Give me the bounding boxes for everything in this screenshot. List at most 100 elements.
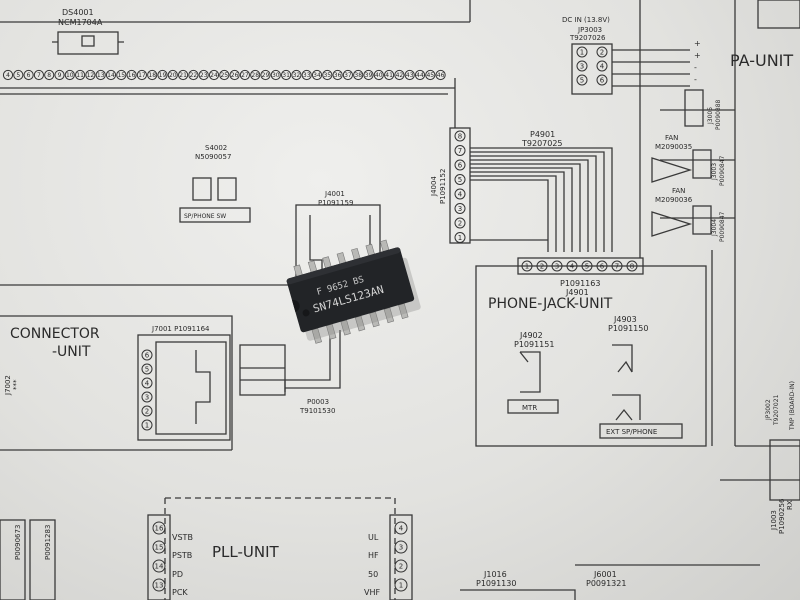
pll-right-pin-circle — [394, 540, 408, 554]
bus-pin-circle — [23, 69, 34, 81]
bus-pin-circle — [54, 69, 65, 81]
bus-pin-circle — [353, 69, 364, 81]
pll-left-pin-circle — [152, 578, 166, 592]
minus-2: - — [694, 75, 697, 84]
pll-left-pin-number: 13 — [155, 581, 164, 589]
j4901-pin-number: 4 — [570, 262, 575, 270]
j4004-pin-number: 5 — [458, 176, 462, 184]
bus-pin-number: 44 — [416, 72, 424, 79]
bus-pin-circle — [157, 69, 168, 81]
bus-pin-circle — [95, 69, 106, 81]
bus-pin-circle — [44, 69, 55, 81]
bus-pin-number: 11 — [76, 72, 84, 79]
jp3003-ref: JP3003 — [577, 26, 602, 34]
bus-pin-number: 29 — [262, 72, 270, 79]
bus-pin-circle — [188, 69, 199, 81]
bus-pin-circle — [229, 69, 240, 81]
bus-pin-circle — [311, 69, 323, 81]
j4901-pin-number: 5 — [585, 262, 589, 270]
pll-left-pin-circle — [152, 559, 166, 573]
bus-pin-number: 22 — [190, 72, 198, 79]
bus-pin-number: 37 — [344, 72, 352, 79]
j4902-ref: J4902 — [519, 331, 543, 340]
bus-pin-circle — [414, 69, 426, 81]
bus-pin-number: 32 — [293, 72, 301, 79]
bus-pin-circle — [435, 69, 446, 81]
bus-pin-number: 40 — [375, 72, 383, 79]
minus-1: - — [694, 63, 697, 72]
bus-pin-number: 30 — [272, 72, 280, 79]
j7001-label: J7001 P1091164 — [151, 325, 210, 333]
bus-pin-number: 39 — [365, 72, 373, 79]
bus-pin-circle — [64, 69, 75, 81]
bus-pin-number: 42 — [396, 72, 404, 79]
bus-pin-circle — [425, 69, 436, 81]
bus-pin-circle — [33, 69, 45, 81]
bus-pin-circle — [260, 69, 271, 81]
bus-pin-number: 26 — [231, 72, 239, 79]
pll-right-pin-circle — [394, 559, 408, 573]
fan1-part: M2090035 — [655, 143, 692, 151]
bus-pin-number: 15 — [117, 72, 125, 79]
j7001-pin-circle — [141, 405, 153, 417]
pll-unit-label: PLL-UNIT — [212, 543, 280, 561]
bus-pin-circle — [373, 69, 384, 81]
bus-pin-circle — [219, 69, 230, 81]
bus-pin-number: 23 — [200, 72, 208, 79]
jp3003-pin-circle — [596, 74, 608, 86]
bus-pin-number: 10 — [66, 72, 74, 79]
bus-pin-circle — [404, 69, 415, 81]
j3003-part: P0090847 — [719, 155, 726, 186]
jp3003-pin-circle — [576, 74, 588, 86]
pll-right-pin-circle — [394, 521, 408, 535]
bus-pin-circle — [105, 69, 117, 81]
pll-right-pin-circle — [394, 578, 408, 592]
p0003-part: T9101530 — [299, 407, 335, 415]
j4901-pin-circle — [626, 260, 638, 272]
bus-pin-number: 24 — [210, 72, 218, 79]
bus-pin-circle — [116, 69, 127, 81]
bus-pin-number: 38 — [354, 72, 362, 79]
ul-label: UL — [368, 533, 379, 542]
j4901-pin-number: 7 — [615, 262, 619, 270]
p4901-ref: P4901 — [530, 130, 555, 139]
j7001-pin-number: 5 — [145, 365, 149, 373]
bus-pin-number: 4 — [6, 72, 10, 79]
bus-pin-circle — [147, 69, 158, 81]
bus-pin-circle — [167, 69, 178, 81]
j7001-pin-circle — [141, 363, 153, 375]
bus-pin-circle — [291, 69, 302, 81]
bus-pin-number: 34 — [313, 72, 321, 79]
j4901-pin-number: 2 — [540, 262, 544, 270]
j4004-pin-number: 7 — [458, 147, 462, 155]
ds4001-ref: DS4001 — [62, 8, 94, 17]
bus-pin-number: 19 — [159, 72, 167, 79]
s4002-ref: S4002 — [205, 144, 227, 152]
dc-in-label: DC IN (13.8V) — [562, 16, 610, 24]
bus-pin-number: 45 — [426, 72, 434, 79]
bus-pin-number: 20 — [169, 72, 177, 79]
p1091163-label: P1091163 — [560, 279, 600, 288]
j4004-pin-number: 2 — [458, 219, 462, 227]
bus-pin-circle — [208, 69, 220, 81]
pll-right-pin-number: 2 — [399, 562, 403, 570]
bus-pin-number: 35 — [323, 72, 331, 79]
bus-pin-number: 13 — [97, 72, 105, 79]
j1003-part: P1090256 — [778, 498, 786, 534]
ds4001-part: NCM1704A — [58, 18, 103, 27]
fan2-part: M2090036 — [655, 196, 693, 204]
bus-pin-circle — [85, 69, 96, 81]
j3005-ref: J3005 — [707, 107, 714, 125]
j4901-pin-circle — [596, 260, 608, 272]
bus-pin-number: 28 — [251, 72, 259, 79]
j7001-pin-circle — [141, 349, 153, 361]
fifty-label: 50 — [368, 570, 378, 579]
j3004-ref: J3004 — [711, 219, 718, 237]
jp3002-part: T9207021 — [773, 394, 780, 426]
jp3003-pin-number: 4 — [600, 62, 605, 70]
bus-pin-number: 46 — [437, 72, 445, 79]
bus-pin-circle — [75, 69, 86, 81]
